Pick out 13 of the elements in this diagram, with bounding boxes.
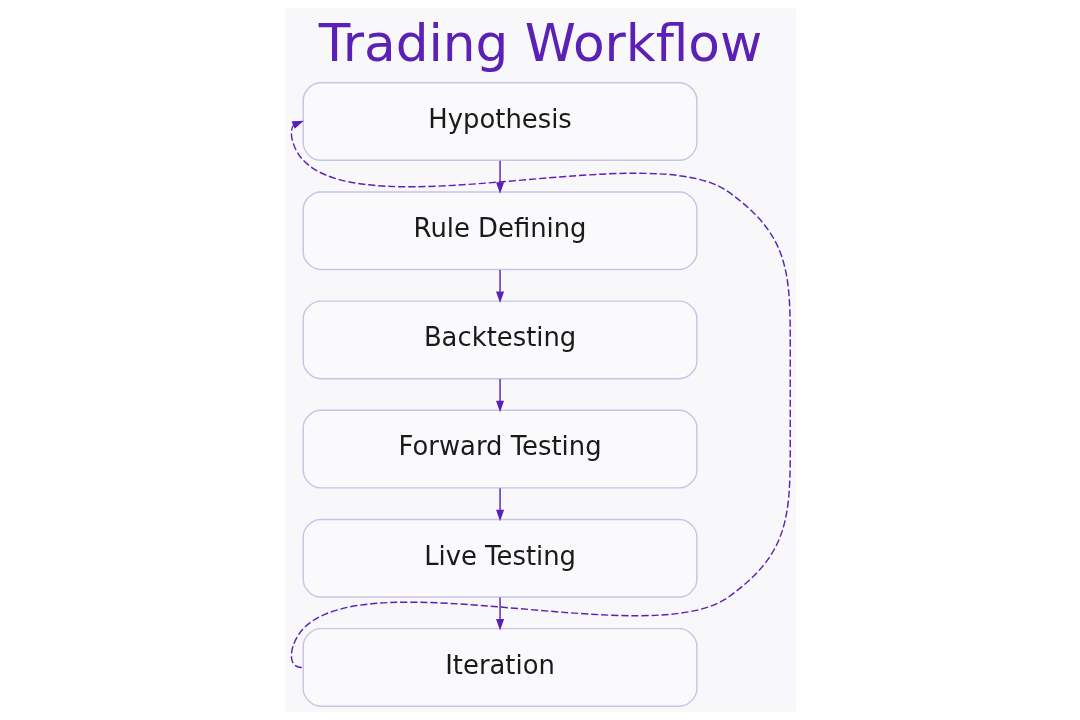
diagram-title: Trading Workflow	[318, 12, 762, 73]
node-box: Live Testing	[302, 518, 698, 598]
node-box: Hypothesis	[302, 82, 698, 162]
arrow	[290, 120, 791, 669]
node-box: Iteration	[302, 627, 698, 707]
node-box: Forward Testing	[302, 409, 698, 489]
arrow	[495, 378, 504, 413]
arrow	[495, 160, 504, 194]
node-box: Rule Defining	[302, 191, 698, 271]
arrow	[495, 269, 504, 303]
node-box: Backtesting	[302, 300, 698, 380]
arrow	[495, 487, 504, 522]
arrow	[495, 596, 504, 631]
